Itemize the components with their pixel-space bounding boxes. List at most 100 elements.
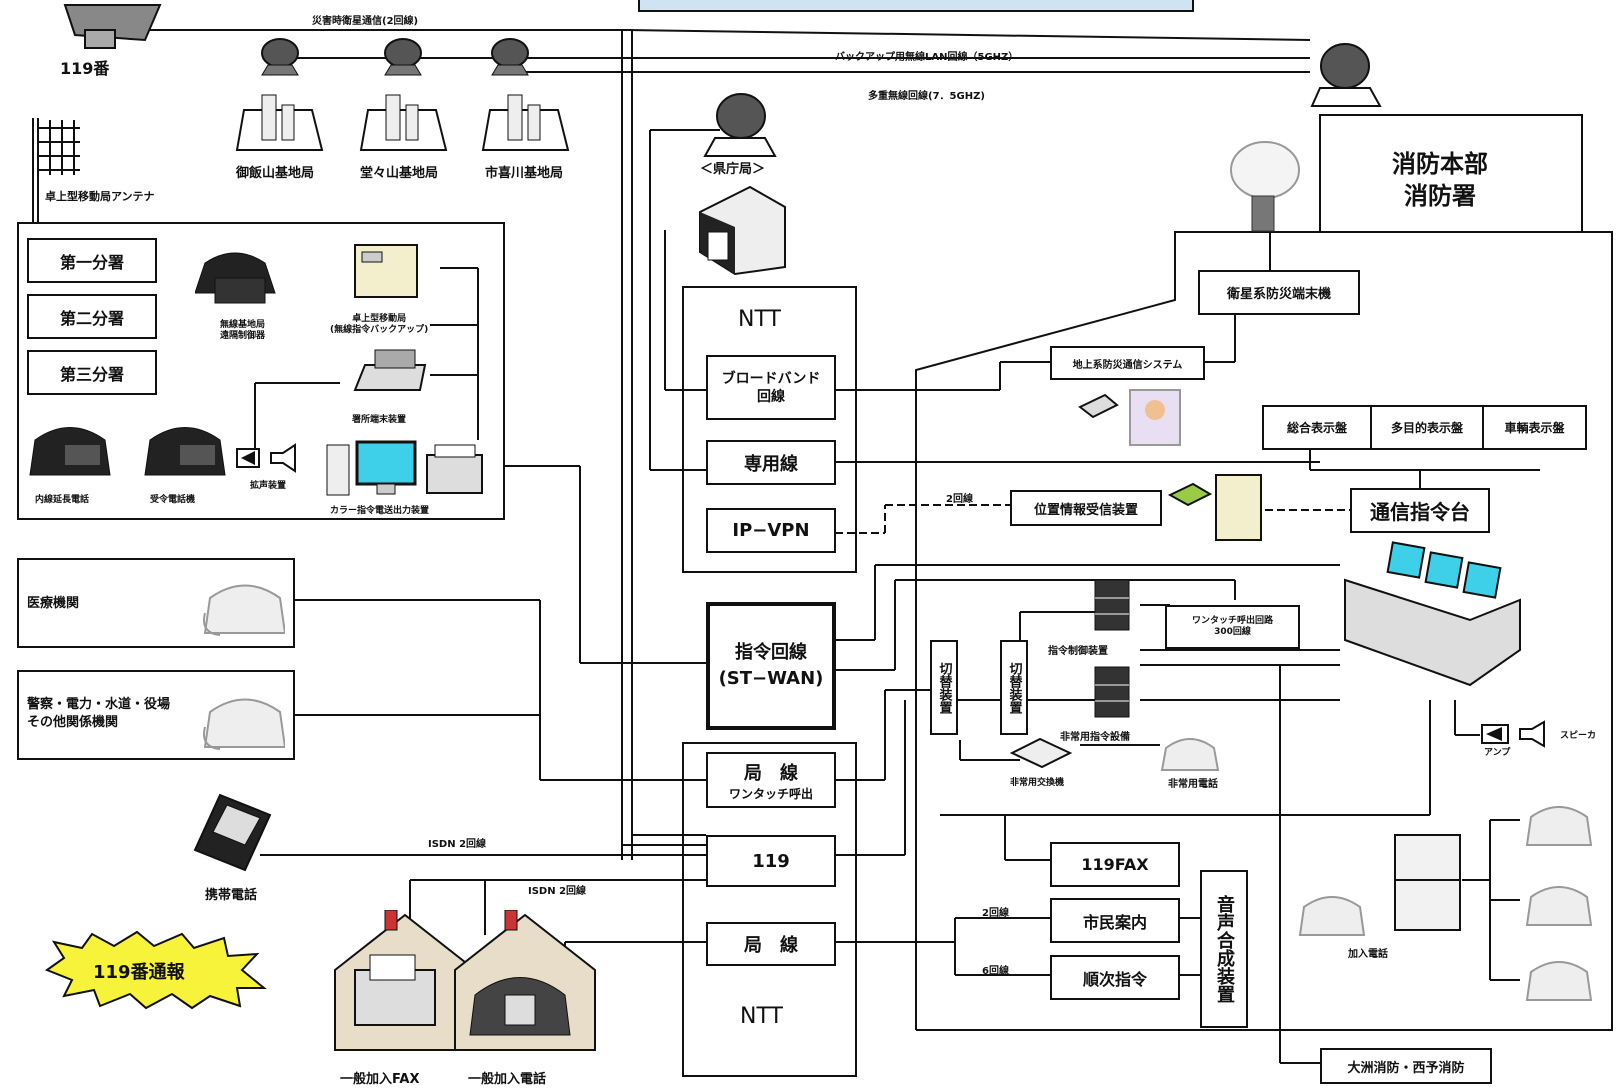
internal-phone-label: 内線延長電話 [35,495,90,505]
phone-icon [203,584,285,636]
emergency-command-label: 非常用指令設備 [1060,732,1130,743]
report-119-label: 119番通報 [93,962,185,983]
satellite-disaster-label: 災害時衛星通信(2回線) [312,16,419,27]
radio-tower-icon [235,38,324,151]
location-receiver-box: 位置情報受信装置 [1010,490,1162,526]
desktop-mobile-station-icon [354,244,418,298]
voice-synth-box: 音声合成装置 [1200,870,1248,1028]
local-line-2-box: 局 線 [706,922,836,966]
loudspeaker-label: 拡声装置 [250,481,287,491]
related-orgs-box [17,670,295,760]
two-lines-label: 2回線 [946,494,973,505]
branch-2-box: 第二分署 [27,294,157,339]
burst-icon [44,930,267,1010]
base-station-label: 市喜川基地局 [485,166,564,181]
ntt-bottom-label: NTT [740,1004,783,1029]
pbx-cabinet-icon [1394,834,1461,931]
mobile-phone-label: 携帯電話 [205,888,258,903]
amp-label: アンプ [1484,748,1511,758]
broadband-box: ブロードバンド 回線 [706,355,836,420]
phone-icon [1298,896,1366,936]
branch-panel [17,222,505,520]
sat-terminal-box: 衛星系防災端末機 [1198,270,1360,315]
phone-icon [1160,738,1220,771]
ground-system-box: 地上系防災通信システム [1050,346,1205,380]
branch-3-box: 第三分署 [27,350,157,395]
control-rack-icon [1094,579,1130,631]
display-total-box: 総合表示盤 [1262,405,1372,450]
branch-1-box: 第一分署 [27,238,157,283]
fax119-box: 119FAX [1050,842,1180,887]
switch-1-box: 切替装置 [930,640,958,735]
phone-icon [1525,806,1593,846]
internal-phone-icon [29,427,111,476]
display-vehicle-box: 車輌表示盤 [1482,405,1587,450]
satellite-label: 119番 [60,59,110,78]
emergency-rack-icon [1094,666,1130,718]
server-icon [699,185,786,276]
antenna-label: 卓上型移動局アンテナ [45,190,155,203]
citizen-lines-label: 2回線 [982,908,1009,919]
prefecture-label: ＜県庁局＞ [700,162,766,177]
radio-remote-label: 無線基地局 遠隔制御器 [220,320,266,341]
citizen-guide-box: 市民案内 [1050,898,1180,943]
local-line-label: 局 線 [744,762,798,784]
display-multi-box: 多目的表示盤 [1370,405,1484,450]
printer-set-icon [326,440,483,496]
desktop-mobile-station-label: 卓上型移動局 (無線指令バックアップ) [330,314,429,335]
loudspeaker-icon [236,443,296,473]
amp-speaker-icon [1481,720,1545,748]
switch-2-box: 切替装置 [1000,640,1028,735]
satellite-dish-icon [63,4,162,49]
terminal-device-icon [353,349,427,391]
home-fax-label: 一般加入FAX [340,1072,420,1087]
multiplex-radio-label: 多重無線回線(7．5GHZ) [868,91,985,102]
ntt-bottom-block [682,742,857,1077]
dispatch-desk-icon [1344,541,1521,687]
receiver-phone-icon [144,427,226,476]
mobile-phone-icon [193,793,272,872]
home-phone-label: 一般加入電話 [468,1072,547,1087]
medical-box [17,558,295,648]
header-bar [638,0,1194,12]
subscriber-phone-label: 加入電話 [1348,949,1388,960]
base-station-label: 御飯山基地局 [236,166,315,181]
command-line-box: 指令回線 (ST−WAN) [706,602,836,730]
printer-label: カラー指令電送出力装置 [330,506,430,516]
phone-icon [1525,886,1593,926]
radio-dish-icon [1310,43,1382,107]
radio-tower-icon [481,38,570,151]
radio-tower-icon [359,38,448,151]
exchange-icon [1010,737,1073,769]
local-line-box: 局 線 ワンタッチ呼出 [706,752,836,808]
terminal-device-label: 署所端末装置 [352,415,407,425]
receiver-phone-label: 受令電話機 [150,495,196,505]
base-station-label: 堂々山基地局 [360,166,439,181]
hq-title: 消防本部 消防署 [1392,150,1488,210]
command-control-label: 指令制御装置 [1048,646,1108,657]
emergency-phone-label: 非常用電話 [1168,779,1218,790]
isdn-lower-label: ISDN 2回線 [528,886,587,897]
radio-remote-icon [195,252,276,304]
ntt-top-block [682,286,857,573]
phone-icon [1525,961,1593,1001]
phone-icon [203,698,285,750]
receiver-server-icon [1168,474,1262,541]
emergency-exchange-label: 非常用交換機 [1010,778,1065,788]
ozu-fire-box: 大洲消防・西予消防 [1320,1048,1492,1084]
homes-icon [334,910,596,1051]
sequential-command-box: 順次指令 [1050,955,1180,1000]
related-orgs-label: 警察・電力・水道・役場 その他関係機関 [27,697,171,730]
one-touch-circuit-box: ワンタッチ呼出回路 300回線 [1165,605,1300,649]
sequential-lines-label: 6回線 [982,966,1009,977]
satellite-dish-icon [1230,141,1300,232]
medical-label: 医療機関 [27,596,80,611]
dispatch-console-box: 通信指令台 [1350,488,1490,533]
isdn-upper-label: ISDN 2回線 [428,839,487,850]
ipvpn-box: IP−VPN [706,508,836,553]
ntt-top-label: NTT [738,307,781,332]
leased-line-box: 専用線 [706,440,836,485]
backup-lan-label: バックアップ用無線LAN回線（5GHZ） [835,52,1019,63]
line-119-box: 119 [706,835,836,887]
